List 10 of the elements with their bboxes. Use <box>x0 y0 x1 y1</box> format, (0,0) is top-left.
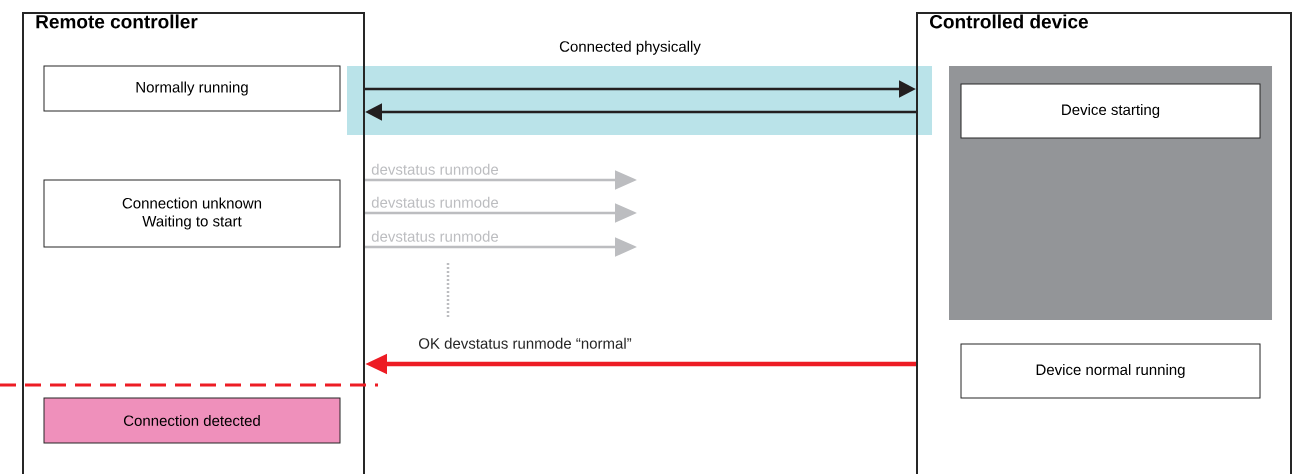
state-box: Device starting <box>960 83 1261 139</box>
edge-label: devstatus runmode <box>370 195 500 209</box>
state-box: Normally running <box>43 65 341 112</box>
state-box: Device normal running <box>960 343 1261 399</box>
band-label: Connected physically <box>559 40 701 55</box>
state-box: Connection unknown Waiting to start <box>43 179 341 248</box>
edge-label: devstatus runmode <box>370 229 500 243</box>
edge-label: OK devstatus runmode “normal” <box>417 336 633 350</box>
state-box: Connection detected <box>43 397 341 444</box>
edge-label: devstatus runmode <box>370 162 500 176</box>
